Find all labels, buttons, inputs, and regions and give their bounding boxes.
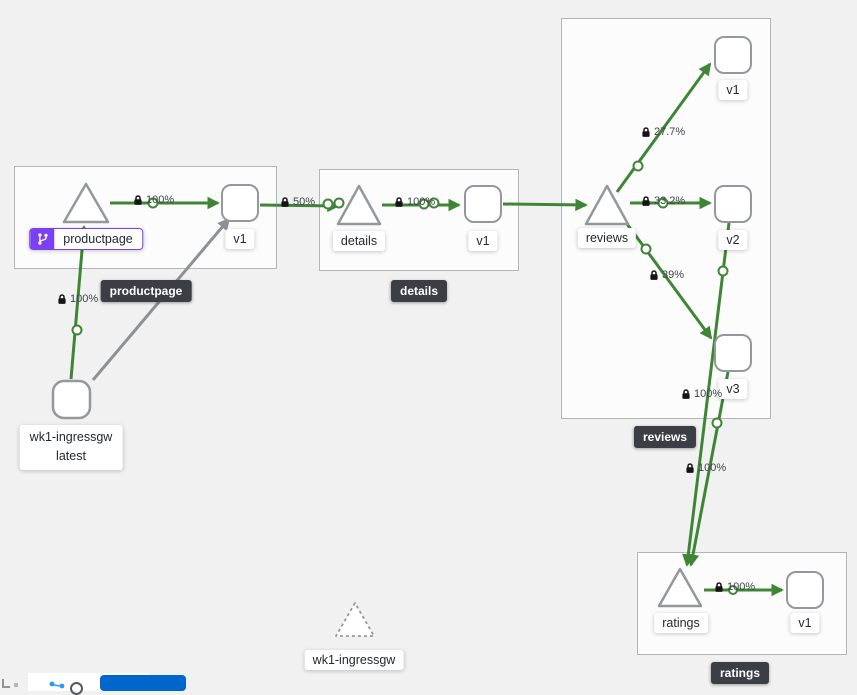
lock-icon [394, 196, 404, 208]
workload-node-productpage-v1[interactable] [221, 184, 259, 222]
edge-v2-to-ratings[interactable] [682, 222, 731, 567]
edge-detailsv1-to-reviews[interactable] [502, 198, 588, 212]
node-label-reviews-v2[interactable]: v2 [718, 230, 748, 250]
workload-node-reviews-v1[interactable] [714, 36, 752, 74]
traffic-percentage: 100% [698, 462, 727, 474]
traffic-percentage: 100% [727, 581, 756, 593]
node-label-ratings[interactable]: ratings [654, 613, 708, 633]
lock-icon [641, 126, 651, 138]
lock-icon [641, 195, 651, 207]
traffic-dots [71, 160, 738, 595]
legend-button[interactable] [100, 675, 186, 691]
lock-icon [649, 269, 659, 281]
traffic-percentage: 100% [407, 196, 436, 208]
traffic-percentage: 100% [694, 388, 723, 400]
edge-label-ingress-productpage[interactable]: 100% [57, 293, 98, 305]
edge-label-reviews-v1[interactable]: 27.7% [641, 126, 685, 138]
toolbar-glyph-fragment [2, 679, 10, 688]
virtual-service-badge [30, 229, 55, 249]
service-node-reviews[interactable] [584, 184, 630, 226]
edge-label-ratings-v1[interactable]: 100% [714, 581, 755, 593]
service-node-ratings[interactable] [657, 567, 703, 608]
traffic-percentage: 39% [662, 269, 685, 281]
traffic-percentage: 27.7% [654, 126, 686, 138]
node-label-productpage[interactable]: productpage [29, 228, 143, 250]
edge-label-reviews-v2[interactable]: 33.2% [641, 195, 685, 207]
node-label-wk1-ingressgw-idle[interactable]: wk1-ingressgw [304, 650, 404, 670]
node-label-details-v1[interactable]: v1 [468, 231, 498, 251]
lock-icon [280, 196, 290, 208]
node-label-productpage-v1[interactable]: v1 [225, 229, 255, 249]
edge-label-v3-ratings[interactable]: 100% [681, 388, 722, 400]
node-label-reviews-v1[interactable]: v1 [718, 80, 748, 100]
workload-node-ratings-v1[interactable] [786, 571, 824, 609]
group-badge-ratings[interactable]: ratings [710, 662, 770, 684]
edge-label-v1-details[interactable]: 50% [280, 196, 315, 208]
workload-node-reviews-v2[interactable] [714, 185, 752, 223]
service-node-details[interactable] [336, 184, 382, 226]
toolbar-glyph-fragment [14, 683, 18, 687]
edge-v3-to-ratings[interactable] [686, 371, 730, 567]
edge-label-details-v1[interactable]: 100% [394, 196, 435, 208]
workload-node-wk1-ingressgw[interactable] [51, 379, 92, 420]
lock-icon [685, 462, 695, 474]
lock-icon [57, 293, 67, 305]
code-branch-icon [37, 233, 48, 245]
lock-icon [714, 581, 724, 593]
node-label-details[interactable]: details [332, 231, 386, 251]
group-badge-details[interactable]: details [390, 280, 448, 302]
node-label-wk1-ingressgw[interactable]: wk1-ingressgw latest [19, 425, 123, 470]
node-label-reviews[interactable]: reviews [577, 228, 637, 248]
edge-label-reviews-v3[interactable]: 39% [649, 269, 684, 281]
group-badge-reviews[interactable]: reviews [633, 426, 697, 448]
node-label-reviews-v3[interactable]: v3 [718, 379, 748, 399]
lock-icon [133, 194, 143, 206]
workload-node-reviews-v3[interactable] [714, 334, 752, 372]
edge-label-v2-ratings[interactable]: 100% [685, 462, 726, 474]
toolbar-circle-icon[interactable] [70, 682, 83, 695]
workload-node-details-v1[interactable] [464, 185, 502, 223]
workload-name: wk1-ingressgw [29, 430, 113, 444]
edge-ingress-to-productpage[interactable] [69, 225, 90, 380]
traffic-percentage: 100% [70, 293, 99, 305]
service-node-wk1-ingressgw-idle[interactable] [335, 602, 375, 637]
graph-type-icon[interactable] [49, 680, 67, 691]
edge-reviews-to-v1[interactable] [615, 62, 712, 193]
traffic-percentage: 33.2% [654, 195, 686, 207]
edge-label-productpage-v1[interactable]: 100% [133, 194, 174, 206]
traffic-percentage: 100% [146, 194, 175, 206]
lock-icon [681, 388, 691, 400]
service-node-productpage[interactable] [62, 182, 110, 224]
traffic-percentage: 50% [293, 196, 316, 208]
group-badge-productpage[interactable]: productpage [100, 280, 192, 302]
workload-version: latest [56, 449, 86, 464]
node-label-text: productpage [63, 232, 133, 246]
node-label-ratings-v1[interactable]: v1 [790, 613, 820, 633]
